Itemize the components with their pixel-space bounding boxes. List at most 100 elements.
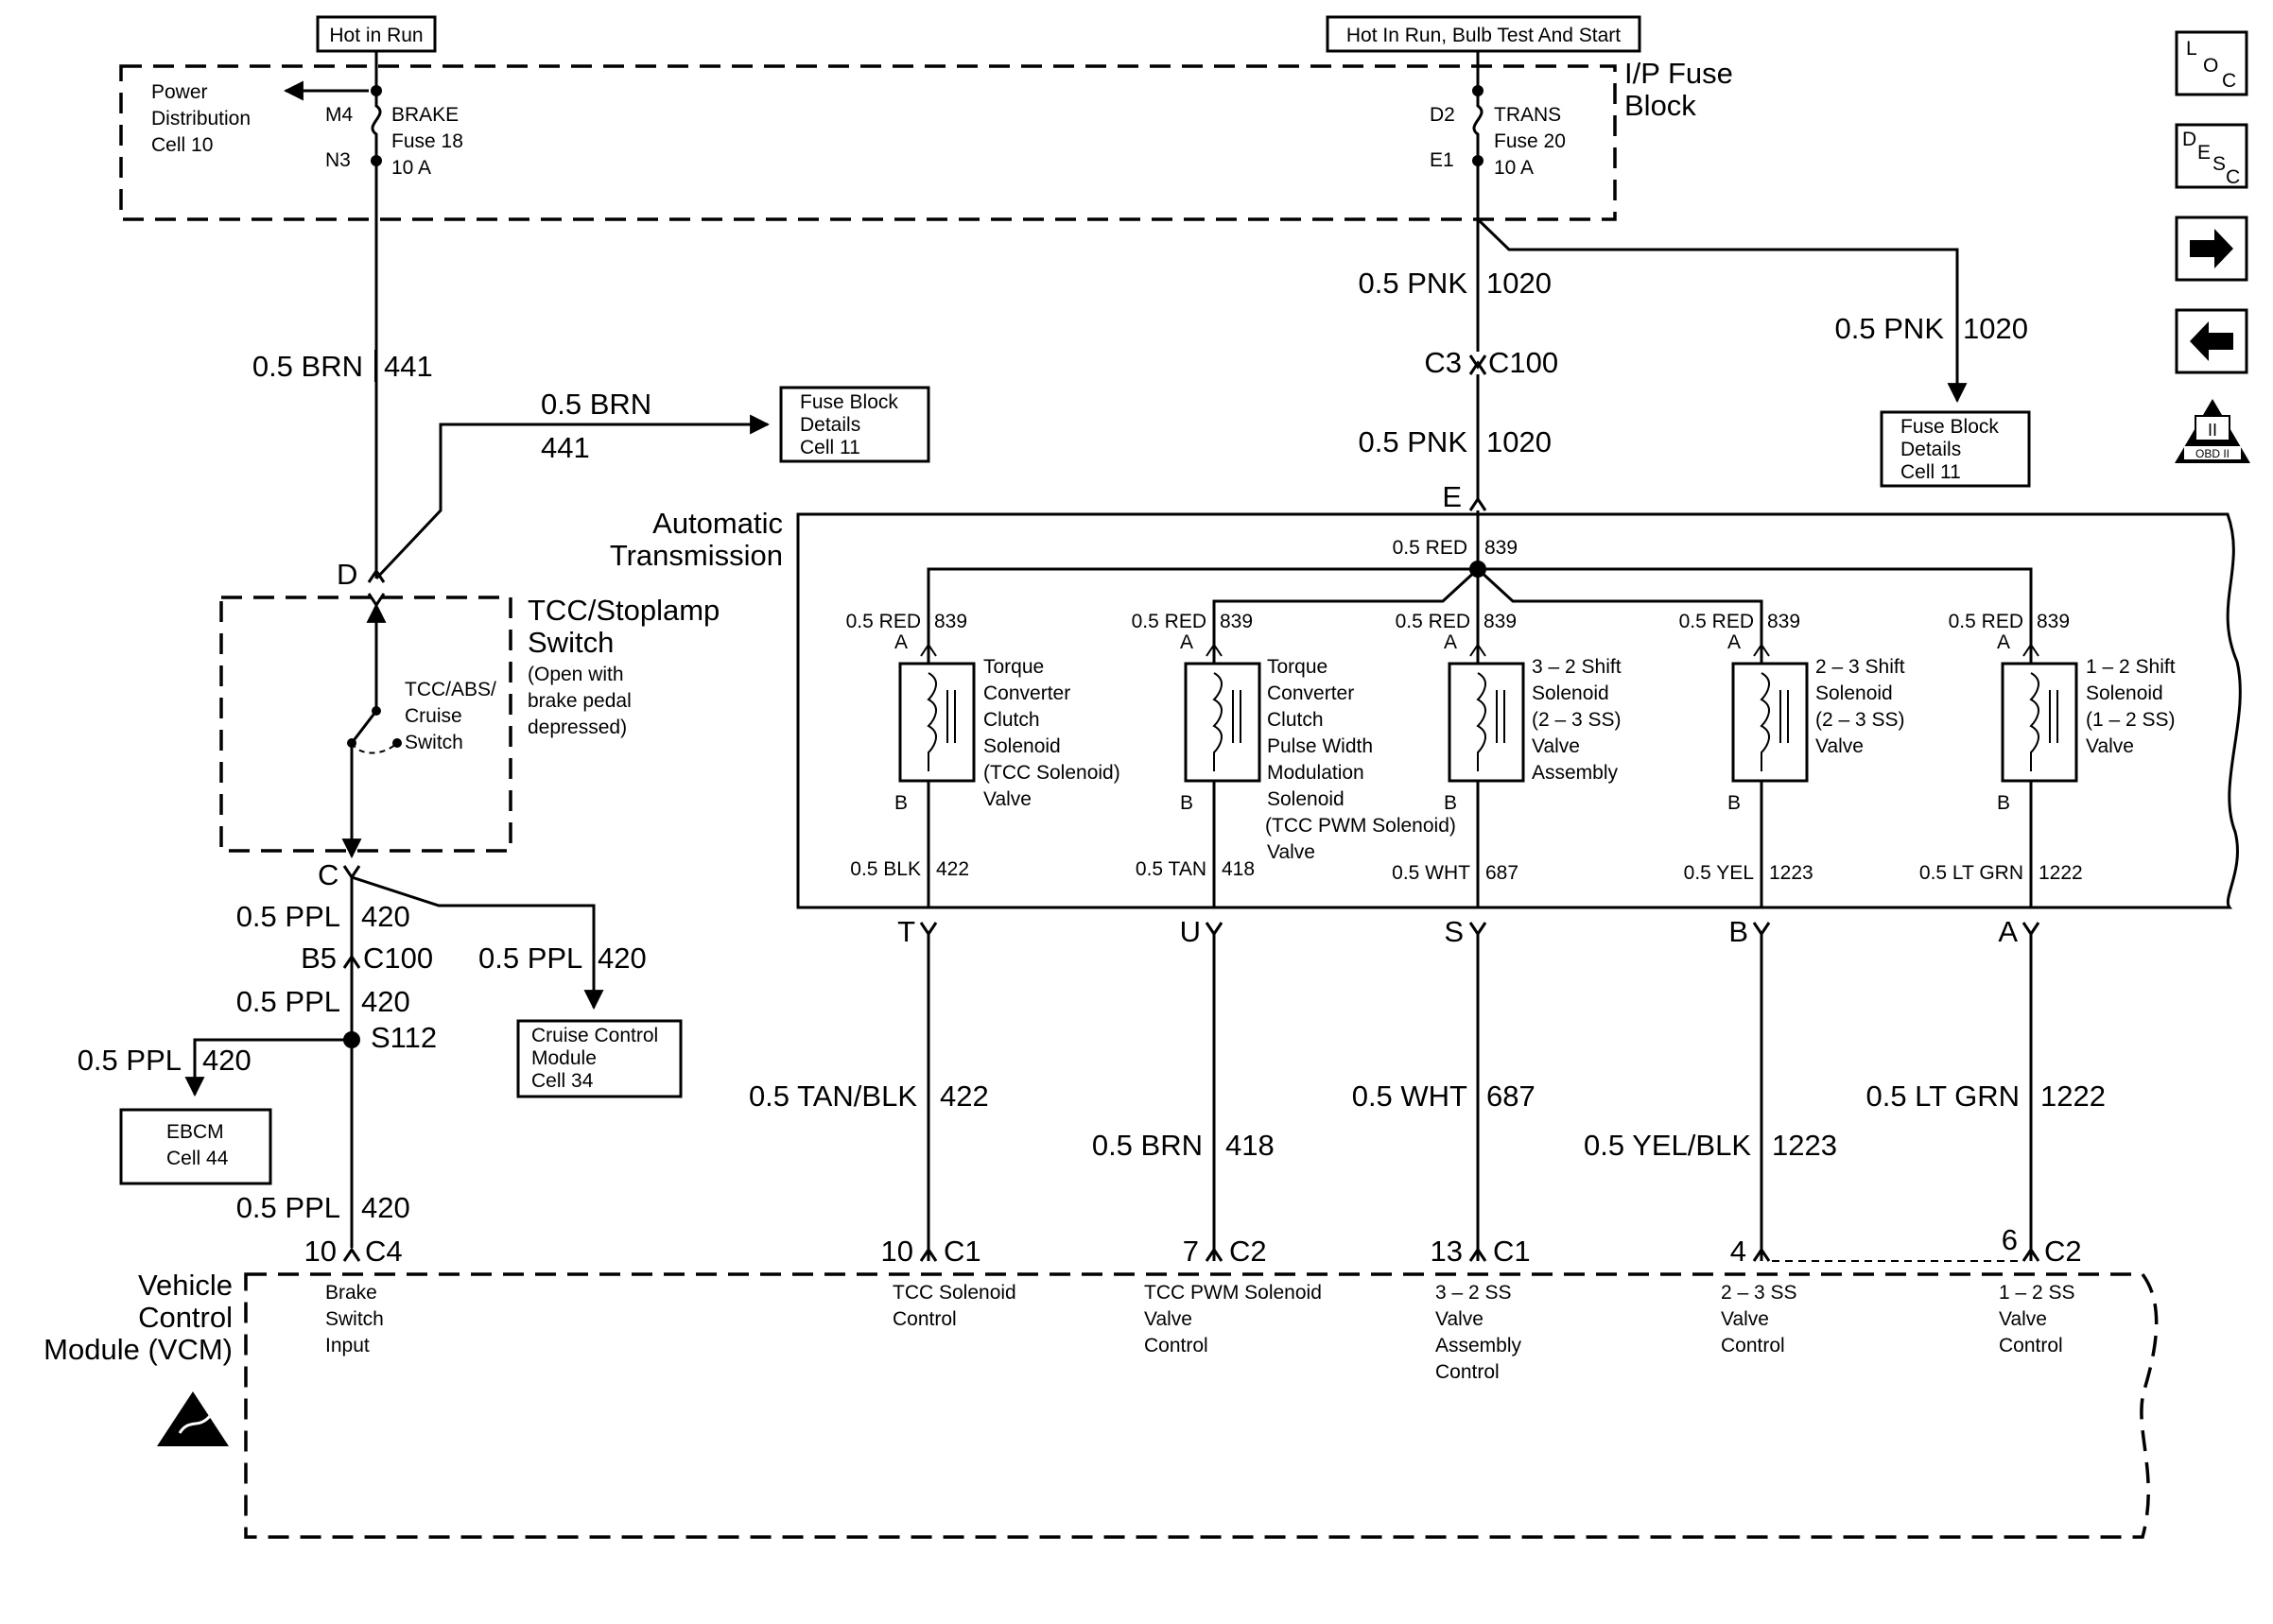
solenoid-2-3-shift: 0.5 RED 839 A B 2 – 3 Shift Solenoid (2 … (1679, 611, 1905, 907)
wire-label-ppl-420-b: 0.5 PPL 420 (236, 985, 410, 1018)
svg-text:B: B (1444, 792, 1457, 814)
svg-text:C1: C1 (944, 1235, 981, 1268)
svg-text:10 A: 10 A (391, 157, 431, 179)
svg-text:420: 420 (361, 985, 410, 1018)
svg-text:C2: C2 (1229, 1235, 1267, 1268)
svg-text:Switch: Switch (325, 1308, 384, 1330)
svg-text:Fuse Block: Fuse Block (1900, 416, 1999, 438)
svg-text:Valve: Valve (1144, 1308, 1192, 1330)
vcm-module: Vehicle Control Module (VCM) (43, 1260, 2159, 1539)
svg-text:Converter: Converter (983, 682, 1070, 704)
svg-text:TCC PWM Solenoid: TCC PWM Solenoid (1144, 1282, 1322, 1304)
svg-text:Solenoid: Solenoid (2086, 682, 2163, 704)
trans-fuse: D2 E1 TRANS Fuse 20 10 A (1430, 85, 1566, 179)
svg-text:0.5 BRN: 0.5 BRN (1092, 1129, 1203, 1162)
svg-text:Switch: Switch (405, 732, 463, 753)
svg-text:839: 839 (934, 611, 967, 632)
svg-text:(1 – 2 SS): (1 – 2 SS) (2086, 709, 2176, 731)
svg-text:EBCM: EBCM (166, 1121, 224, 1143)
ip-fuse-block: I/P Fuse Block (119, 57, 1733, 221)
vcm-pin-brake-switch-input: 10 C4 Brake Switch Input (304, 1235, 403, 1356)
svg-text:Cell 11: Cell 11 (800, 437, 860, 458)
obd-ii-icon[interactable]: II OBD II (2175, 399, 2250, 463)
svg-text:Cruise Control: Cruise Control (531, 1025, 658, 1046)
svg-text:Cell 10: Cell 10 (151, 134, 213, 156)
svg-text:C1: C1 (1493, 1235, 1531, 1268)
svg-text:C100: C100 (363, 942, 433, 975)
svg-text:839: 839 (1767, 611, 1800, 632)
automatic-transmission: Automatic Transmission (610, 507, 2242, 909)
fuse-block-details-ref-right[interactable]: Fuse Block Details Cell 11 (1880, 410, 2031, 488)
svg-text:(TCC PWM Solenoid): (TCC PWM Solenoid) (1265, 815, 1456, 837)
svg-text:0.5 PNK: 0.5 PNK (1359, 425, 1468, 458)
svg-text:0.5 LT GRN: 0.5 LT GRN (1919, 862, 2023, 884)
arrow-left-icon[interactable] (2175, 308, 2248, 374)
solenoid-3-2-shift: 0.5 RED 839 A B 3 – 2 Shift Solenoid (2 … (1392, 611, 1622, 907)
svg-text:0.5 PNK: 0.5 PNK (1359, 267, 1468, 300)
svg-text:Cell 44: Cell 44 (166, 1148, 229, 1169)
cruise-control-module-ref[interactable]: Cruise Control Module Cell 34 (516, 1019, 683, 1098)
svg-text:0.5 PNK: 0.5 PNK (1835, 312, 1945, 345)
svg-text:B5: B5 (301, 942, 337, 975)
svg-text:1222: 1222 (2039, 862, 2083, 884)
svg-text:0.5 TAN: 0.5 TAN (1136, 858, 1206, 880)
svg-text:Fuse Block: Fuse Block (800, 391, 898, 413)
svg-text:0.5 RED: 0.5 RED (1949, 611, 2023, 632)
svg-text:839: 839 (2037, 611, 2070, 632)
svg-text:Solenoid: Solenoid (1815, 682, 1893, 704)
svg-text:Valve: Valve (2086, 735, 2134, 757)
loc-button[interactable]: L O C (2175, 30, 2248, 96)
svg-text:II: II (2208, 421, 2217, 440)
wire-label-yel-blk-1223: 0.5 YEL/BLK 1223 (1584, 1129, 1837, 1162)
svg-text:M4: M4 (325, 104, 353, 126)
svg-text:420: 420 (361, 900, 410, 933)
svg-text:1 – 2 SS: 1 – 2 SS (1999, 1282, 2075, 1304)
desc-button[interactable]: D E S C (2175, 123, 2248, 189)
svg-text:C: C (2222, 70, 2236, 92)
svg-text:Details: Details (1900, 439, 1961, 460)
svg-text:E: E (1442, 480, 1462, 513)
svg-text:Control: Control (1144, 1335, 1208, 1356)
svg-text:TRANS: TRANS (1494, 104, 1561, 126)
vcm-pin-1-2-ss-control: 6 C2 1 – 2 SS Valve Control (1999, 1223, 2082, 1356)
svg-text:C2: C2 (2044, 1235, 2082, 1268)
esd-warning-icon (157, 1391, 229, 1446)
connector-c100-right: C3 C100 (1424, 346, 1558, 379)
svg-text:422: 422 (936, 858, 969, 880)
svg-text:Transmission: Transmission (610, 539, 783, 572)
wire-label-brn-418: 0.5 BRN 418 (1092, 1129, 1275, 1162)
svg-text:Automatic: Automatic (652, 507, 783, 540)
svg-text:1020: 1020 (1486, 425, 1552, 458)
svg-text:S: S (2212, 153, 2226, 175)
svg-text:Module (VCM): Module (VCM) (43, 1333, 233, 1366)
arrow-right-icon[interactable] (2175, 216, 2248, 282)
svg-text:Block: Block (1624, 89, 1696, 122)
ebcm-ref[interactable]: EBCM Cell 44 (119, 1108, 272, 1185)
svg-text:Valve: Valve (1532, 735, 1580, 757)
header-hot-in-run-bulb-test: Hot In Run, Bulb Test And Start (1326, 15, 1641, 53)
svg-text:Switch: Switch (528, 626, 614, 659)
svg-text:(TCC Solenoid): (TCC Solenoid) (983, 762, 1120, 784)
wire-label-red-839-main: 0.5 RED 839 (1393, 533, 1518, 559)
svg-text:Cell 34: Cell 34 (531, 1070, 594, 1092)
svg-text:O: O (2203, 55, 2218, 77)
svg-text:Solenoid: Solenoid (983, 735, 1061, 757)
svg-text:Input: Input (325, 1335, 370, 1356)
splice-s112: S112 (343, 1021, 437, 1054)
vcm-pin-2-3-ss-control: 4 2 – 3 SS Valve Control (1721, 1235, 1797, 1356)
svg-text:0.5 BRN: 0.5 BRN (252, 350, 363, 383)
svg-text:Cell 11: Cell 11 (1900, 461, 1961, 483)
svg-text:Control: Control (1435, 1361, 1500, 1383)
svg-text:Vehicle: Vehicle (138, 1269, 233, 1302)
svg-text:13: 13 (1431, 1235, 1463, 1268)
wire-label-wht-687: 0.5 WHT 687 (1352, 1080, 1536, 1113)
svg-text:Assembly: Assembly (1532, 762, 1619, 784)
svg-text:839: 839 (1220, 611, 1253, 632)
tcc-stoplamp-switch: TCC/Stoplamp Switch (Open with brake ped… (219, 594, 720, 853)
wire-label-tan-blk-422: 0.5 TAN/BLK 422 (749, 1080, 989, 1113)
svg-text:brake pedal: brake pedal (528, 690, 632, 712)
svg-text:B: B (894, 792, 908, 814)
power-distribution-ref[interactable]: Power Distribution Cell 10 (151, 80, 369, 156)
fuse-block-details-ref-left[interactable]: Fuse Block Details Cell 11 (779, 386, 930, 463)
